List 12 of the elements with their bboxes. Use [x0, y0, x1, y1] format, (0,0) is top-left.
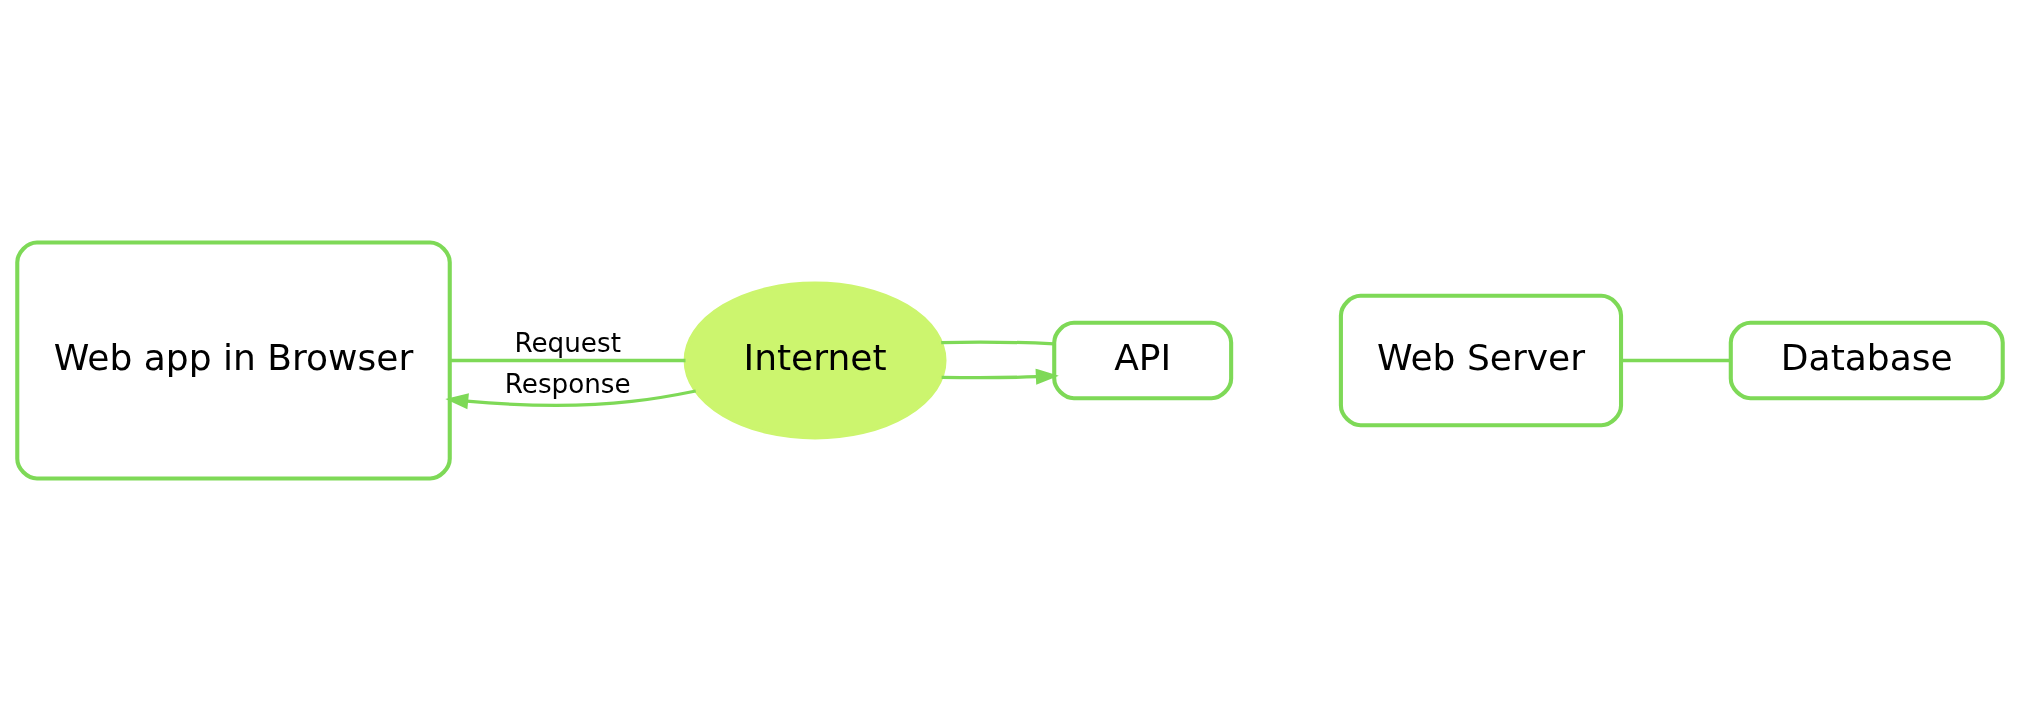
node-box: Database — [1728, 320, 2005, 400]
node-box: Web Server — [1338, 293, 1624, 427]
node-ellipse: Internet — [683, 280, 947, 440]
edge-label: Response — [504, 368, 631, 399]
connector — [1621, 358, 1731, 362]
edge-label: Request — [514, 327, 621, 358]
connector — [941, 339, 1055, 346]
node-box: Web app in Browser — [15, 240, 452, 480]
arrow — [941, 368, 1059, 385]
node-box: API — [1052, 320, 1234, 400]
connector — [450, 358, 686, 362]
arrow — [445, 388, 697, 409]
